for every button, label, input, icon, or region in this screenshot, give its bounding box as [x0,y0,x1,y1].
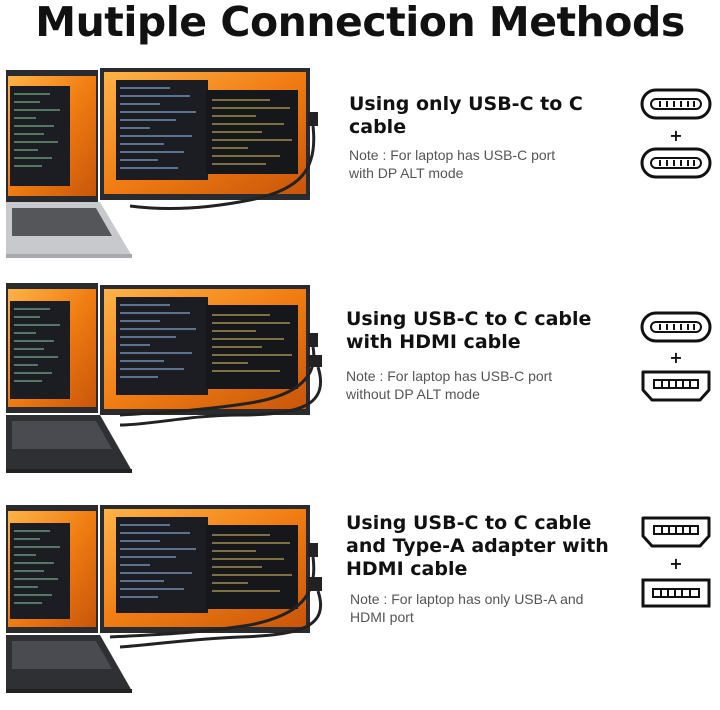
method-usb-c-hdmi: Using USB-C to C cable with HDMI cable N… [0,275,720,485]
method-heading: Using only USB-C to C cable [349,93,583,138]
plus-sign: + [669,126,683,145]
method-note: Note : For laptop has USB-C port with DP… [349,147,556,181]
plus-sign: + [669,554,683,573]
page-title: Mutiple Connection Methods [35,0,685,46]
usb-c-icon [640,147,712,179]
method-usb-c-type-a-hdmi: Using USB-C to C cable and Type-A adapte… [0,495,720,710]
usb-c-icon [640,88,712,120]
hdmi-icon [641,516,711,548]
usb-a-icon [641,578,711,608]
method-note: Note : For laptop has USB-C port without… [346,368,553,402]
method-note: Note : For laptop has only USB-A and HDM… [350,591,584,625]
monitor-setup-illustration [6,68,318,258]
method-heading: Using USB-C to C cable and Type-A adapte… [346,512,609,580]
method-usb-c-only: Using only USB-C to C cable Note : For l… [0,60,720,270]
method-heading: Using USB-C to C cable with HDMI cable [346,308,592,353]
hdmi-icon [641,370,711,402]
plus-sign: + [669,348,683,367]
monitor-setup-illustration [6,283,323,473]
monitor-setup-illustration [6,505,323,693]
usb-c-icon [640,311,712,343]
